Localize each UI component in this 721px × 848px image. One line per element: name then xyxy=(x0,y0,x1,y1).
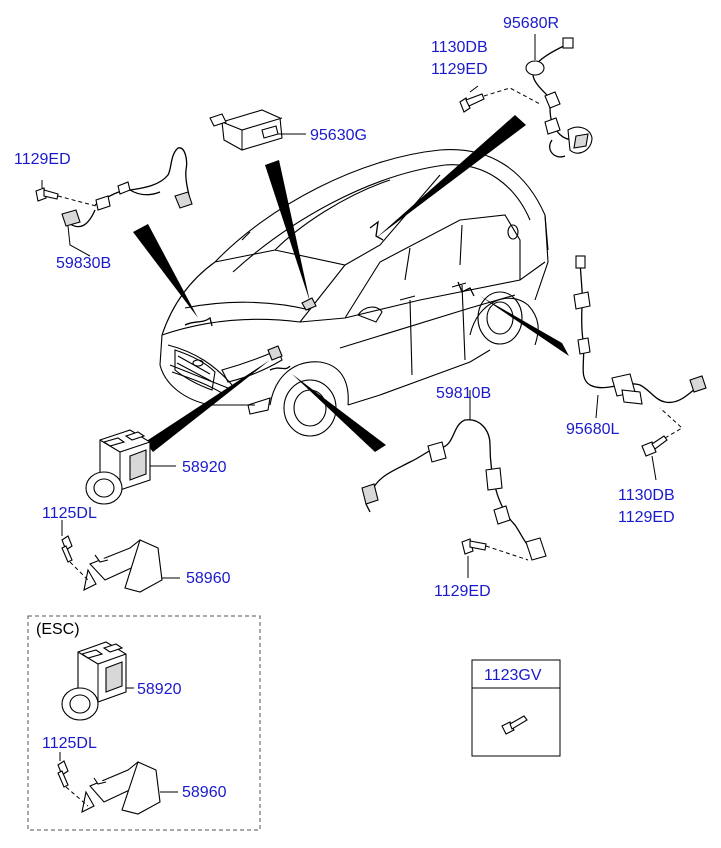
bolt-bottom xyxy=(461,538,529,578)
abs-hydraulic-unit-58920-b xyxy=(61,641,134,721)
abs-bracket-58960-a xyxy=(83,539,180,593)
bolt-top xyxy=(459,85,541,113)
wedge-to-front-right-sensor xyxy=(292,374,386,452)
label-95680R: 95680R xyxy=(503,15,559,32)
label-1129ED-top: 1129ED xyxy=(431,61,488,78)
label-1125DL-b: 1125DL xyxy=(42,735,97,752)
esc-variant-box xyxy=(27,615,261,831)
bolt-left xyxy=(35,180,97,207)
wedge-to-yaw-sensor xyxy=(265,160,310,302)
label-1123GV: 1123GV xyxy=(484,667,542,684)
front-right-harness-59810B xyxy=(361,390,547,561)
label-59810B: 59810B xyxy=(436,385,491,402)
front-left-harness-59830B xyxy=(61,147,193,257)
bolt-1125DL-b xyxy=(57,752,89,807)
label-58960-b: 58960 xyxy=(182,784,227,801)
label-58920-a: 58920 xyxy=(182,459,227,476)
bolt-1125DL-a xyxy=(61,520,91,583)
label-1129ED-bottom: 1129ED xyxy=(434,583,491,600)
yaw-rate-sensor-95630G xyxy=(209,109,306,151)
label-1129ED-left: 1129ED xyxy=(14,151,71,168)
label-58920-b: 58920 xyxy=(137,681,182,698)
rear-left-wheel-sensor-95680L xyxy=(573,255,707,419)
rear-right-wheel-sensor-95680R xyxy=(525,37,593,158)
part-1123GV-box xyxy=(471,659,561,757)
wedge-to-front-left-harness xyxy=(133,224,198,318)
label-59830B: 59830B xyxy=(56,255,111,272)
label-1130DB-right: 1130DB xyxy=(618,487,675,504)
label-95630G: 95630G xyxy=(310,127,367,144)
pointer-wedges xyxy=(133,115,569,452)
abs-hydraulic-unit-58920-a xyxy=(85,429,176,505)
leader-lines xyxy=(278,34,536,135)
wedge-to-rear-left-sensor xyxy=(480,296,569,356)
bolt-right xyxy=(641,407,683,481)
wedge-to-rear-right-sensor xyxy=(376,115,526,238)
part-labels: 95680R 1130DB 1129ED 95630G 1129ED 59830… xyxy=(14,15,675,801)
abs-bracket-58960-b xyxy=(81,761,178,815)
label-1130DB-top: 1130DB xyxy=(431,39,488,56)
car-mounted-parts xyxy=(184,220,475,371)
label-95680L: 95680L xyxy=(566,421,619,438)
label-1129ED-right: 1129ED xyxy=(618,509,675,526)
label-esc: (ESC) xyxy=(36,621,80,638)
label-1125DL-a: 1125DL xyxy=(42,505,97,522)
label-58960-a: 58960 xyxy=(186,570,231,587)
wedge-to-abs-unit xyxy=(145,360,270,452)
